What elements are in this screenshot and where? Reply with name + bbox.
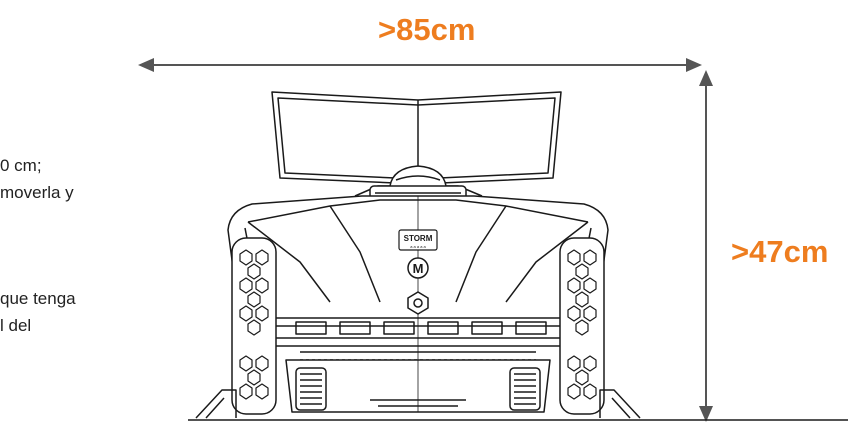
brand-badge-subtext: a a a a a [410, 244, 426, 249]
front-button [407, 291, 429, 315]
robot-mower [195, 91, 641, 419]
height-dimension-arrow [699, 70, 713, 422]
right-track [559, 237, 605, 415]
logo-letter: M [413, 261, 424, 276]
brand-badge-text: STORM [404, 234, 433, 243]
instruction-text-1: 0 cm; moverla y [0, 152, 74, 206]
brand-badge: STORM a a a a a [398, 229, 438, 251]
height-dimension-label: >47cm [731, 234, 829, 269]
instruction-line: que tenga [0, 289, 76, 308]
base-plate [195, 389, 641, 419]
instruction-line: l del [0, 316, 32, 335]
instruction-line: moverla y [0, 183, 74, 202]
instruction-text-2: que tenga l del [0, 285, 76, 339]
logo-emblem: M [407, 257, 429, 279]
left-track [231, 237, 277, 415]
width-dimension-label: >85cm [378, 12, 476, 47]
instruction-line: 0 cm; [0, 156, 42, 175]
width-dimension-arrow [138, 58, 702, 72]
